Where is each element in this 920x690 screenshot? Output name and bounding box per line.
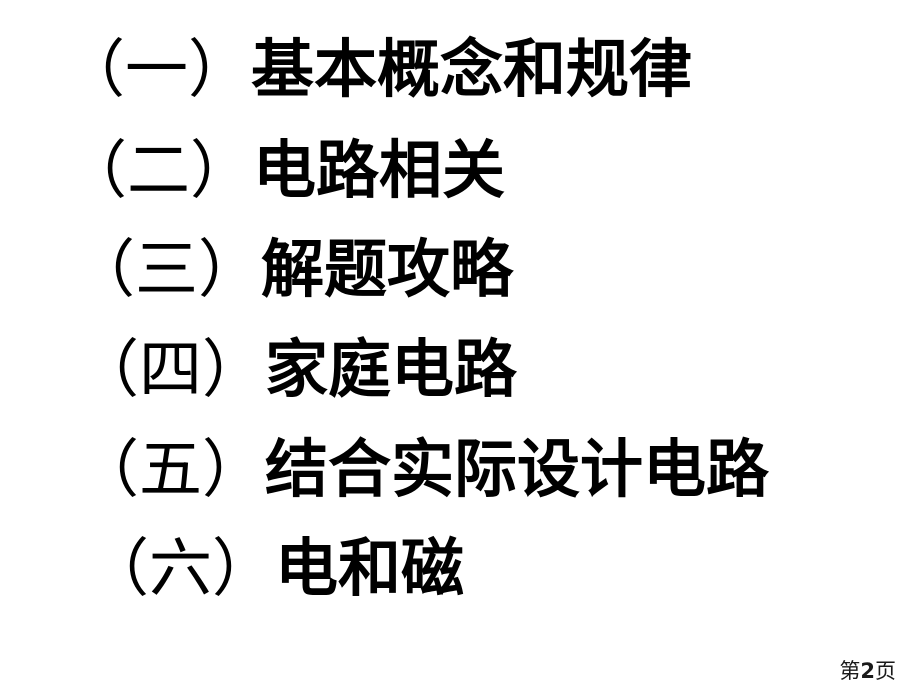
page-number-value: 2	[860, 659, 875, 683]
outline-item-2-marker: （二）	[64, 134, 253, 207]
outline-item-1-marker: （一）	[62, 33, 251, 106]
outline-item-4[interactable]: （四）家庭电路	[76, 338, 517, 401]
outline-item-3-marker: （三）	[72, 233, 261, 306]
slide-content-body: （一）基本概念和规律 （二）电路相关 （三）解题攻略 （四）家庭电路 （五）结合…	[62, 38, 769, 600]
outline-item-2-label: 电路相关	[253, 134, 505, 207]
outline-item-6[interactable]: （六）电和磁	[86, 537, 464, 600]
outline-item-2[interactable]: （二）电路相关	[64, 139, 505, 202]
page-number-footer: 第2页	[839, 661, 896, 682]
outline-item-6-marker: （六）	[86, 532, 275, 605]
outline-item-4-label: 家庭电路	[265, 333, 517, 406]
outline-item-5-marker: （五）	[76, 433, 265, 506]
outline-item-6-label: 电和磁	[275, 532, 464, 605]
outline-item-5[interactable]: （五）结合实际设计电路	[76, 438, 769, 501]
outline-item-4-marker: （四）	[76, 333, 265, 406]
outline-item-1[interactable]: （一）基本概念和规律	[62, 38, 692, 101]
outline-item-1-label: 基本概念和规律	[251, 33, 692, 106]
outline-item-3-label: 解题攻略	[261, 233, 513, 306]
page-number-prefix: 第	[839, 659, 861, 683]
outline-item-5-label: 结合实际设计电路	[265, 433, 769, 506]
outline-item-3[interactable]: （三）解题攻略	[72, 238, 513, 301]
page-number-suffix: 页	[875, 659, 896, 683]
